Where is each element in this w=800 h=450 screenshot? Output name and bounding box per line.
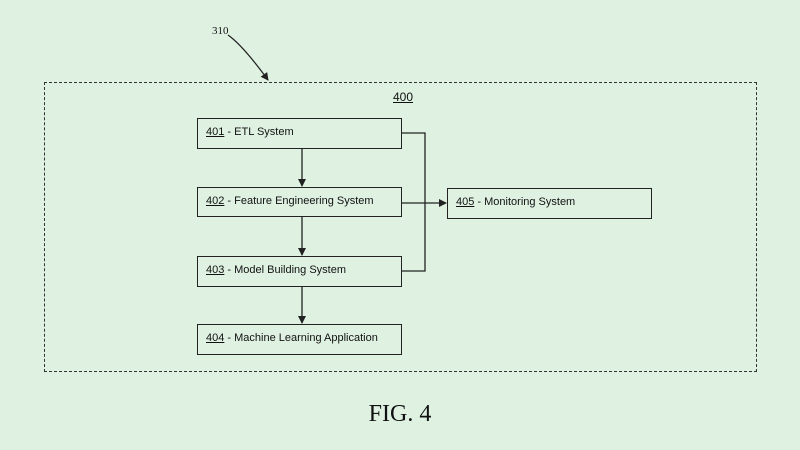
system-boundary-400: [44, 82, 757, 372]
figure-caption: FIG. 4: [368, 401, 432, 427]
node-label: - Machine Learning Application: [224, 332, 378, 344]
node-number: 401: [206, 126, 225, 138]
node-number: 405: [456, 196, 475, 208]
node-number: 403: [206, 264, 225, 276]
machine-learning-application-box: 404 - Machine Learning Application: [197, 324, 402, 355]
node-number: 402: [206, 195, 225, 207]
model-building-system-box: 403 - Model Building System: [197, 256, 402, 287]
reference-label-310: 310: [212, 25, 229, 37]
node-number: 404: [206, 332, 225, 344]
etl-system-box: 401 - ETL System: [197, 118, 402, 149]
node-label: - Monitoring System: [474, 196, 576, 208]
reference-310-leader: [227, 34, 269, 81]
reference-label-400: 400: [393, 90, 414, 104]
node-label: - Model Building System: [224, 264, 347, 276]
connector-401-to-bus: [402, 132, 426, 272]
node-label: - ETL System: [224, 126, 294, 138]
node-label: - Feature Engineering System: [224, 195, 374, 207]
feature-engineering-system-box: 402 - Feature Engineering System: [197, 187, 402, 217]
monitoring-system-box: 405 - Monitoring System: [447, 188, 652, 219]
